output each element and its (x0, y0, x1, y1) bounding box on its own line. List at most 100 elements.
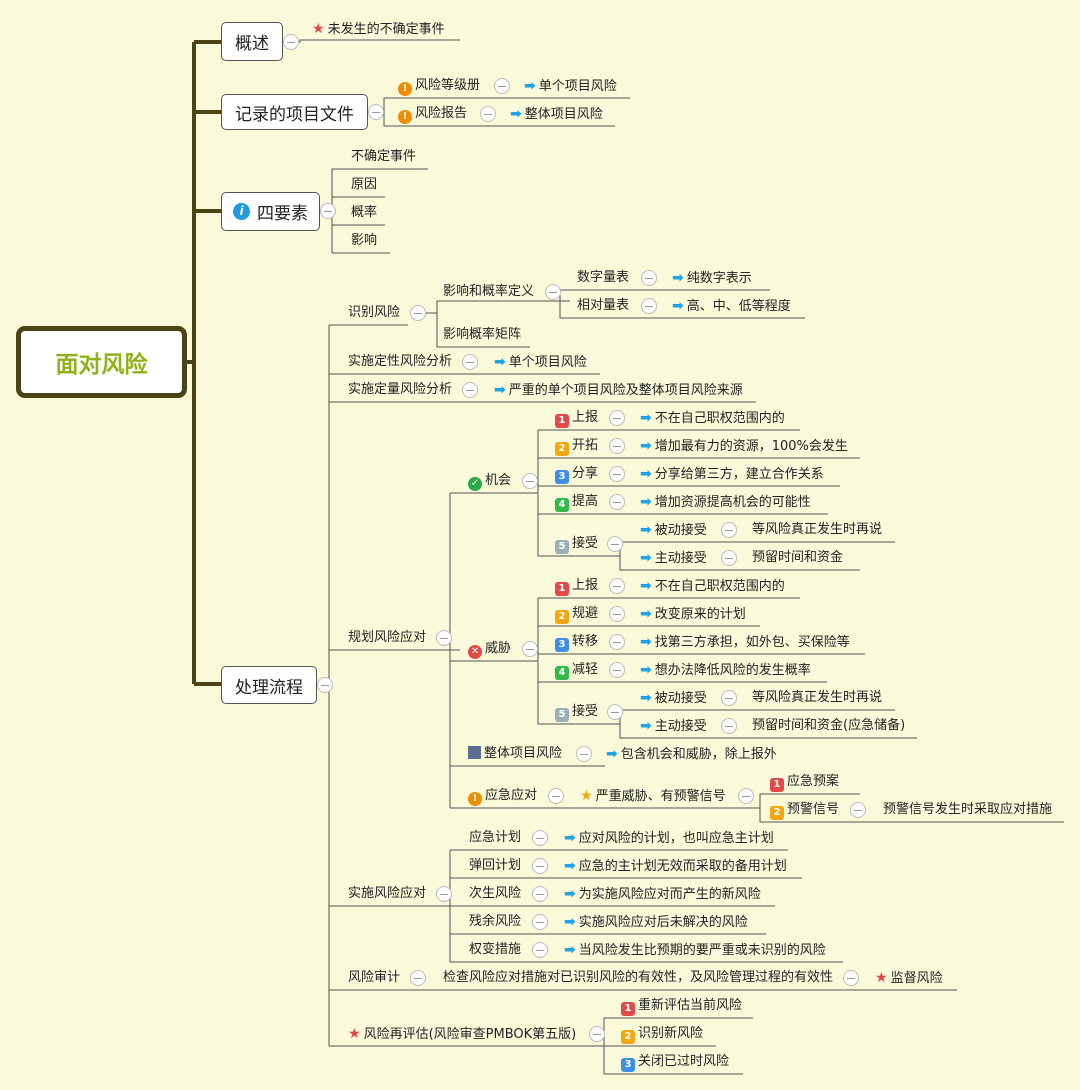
collapse-toggle[interactable] (532, 914, 548, 930)
collapse-toggle[interactable] (721, 550, 737, 566)
collapse-toggle[interactable] (641, 270, 657, 286)
collapse-toggle[interactable] (850, 802, 866, 818)
collapse-toggle[interactable] (609, 410, 625, 426)
element-item[interactable]: 影响 (351, 233, 378, 248)
risk-audit-desc[interactable]: 检查风险应对措施对已识别风险的有效性，及风险管理过程的有效性 (443, 970, 834, 985)
collapse-toggle[interactable] (317, 677, 333, 693)
collapse-toggle[interactable] (462, 382, 478, 398)
collapse-toggle[interactable] (721, 522, 737, 538)
collapse-toggle[interactable] (545, 284, 561, 300)
quantitative-analysis[interactable]: 实施定量风险分析 (348, 382, 453, 397)
collapse-toggle[interactable] (641, 298, 657, 314)
relative-scale[interactable]: 相对量表 (577, 298, 630, 313)
active-accept[interactable]: ➡主动接受 (640, 717, 707, 736)
threat[interactable]: ✕威胁 (468, 640, 511, 659)
risk-reassessment[interactable]: ★风险再评估(风险审查PMBOK第五版) (348, 1025, 576, 1044)
collapse-toggle[interactable] (410, 970, 426, 986)
element-item[interactable]: 概率 (351, 205, 378, 220)
threat-strategy-label: 规避 (572, 606, 599, 621)
collapse-toggle[interactable] (607, 704, 623, 720)
collapse-toggle[interactable] (548, 788, 564, 804)
collapse-toggle[interactable] (410, 305, 426, 321)
collapse-toggle[interactable] (283, 34, 299, 50)
records-item[interactable]: !风险报告 (398, 105, 467, 124)
collapse-toggle[interactable] (589, 1026, 605, 1042)
collapse-toggle[interactable] (576, 746, 592, 762)
collapse-toggle[interactable] (462, 354, 478, 370)
collapse-toggle[interactable] (609, 578, 625, 594)
plan-response[interactable]: 规划风险应对 (348, 630, 427, 645)
collapse-toggle[interactable] (522, 641, 538, 657)
records-item[interactable]: !风险等级册 (398, 77, 480, 96)
impact-probability-matrix[interactable]: 影响概率矩阵 (443, 327, 522, 342)
collapse-toggle[interactable] (436, 886, 452, 902)
collapse-toggle[interactable] (609, 466, 625, 482)
implement-item[interactable]: 次生风险 (469, 886, 522, 901)
collapse-toggle[interactable] (738, 788, 754, 804)
element-item[interactable]: 原因 (351, 177, 378, 192)
collapse-toggle[interactable] (609, 494, 625, 510)
passive-accept[interactable]: ➡被动接受 (640, 689, 707, 708)
implement-item[interactable]: 残余风险 (469, 914, 522, 929)
emergency-response[interactable]: !应急应对 (468, 787, 537, 806)
collapse-toggle[interactable] (607, 536, 623, 552)
numeric-scale[interactable]: 数字量表 (577, 270, 630, 285)
impact-probability-definition[interactable]: 影响和概率定义 (443, 284, 535, 299)
identify-risk[interactable]: 识别风险 (348, 305, 401, 320)
collapse-toggle[interactable] (609, 606, 625, 622)
collapse-toggle[interactable] (532, 830, 548, 846)
collapse-toggle[interactable] (436, 630, 452, 646)
collapse-toggle[interactable] (522, 473, 538, 489)
collapse-toggle[interactable] (843, 970, 859, 986)
collapse-toggle[interactable] (609, 634, 625, 650)
implement-item[interactable]: 弹回计划 (469, 858, 522, 873)
collapse-toggle[interactable] (368, 104, 384, 120)
collapse-toggle[interactable] (609, 662, 625, 678)
topic-overview[interactable]: 概述 (221, 22, 283, 61)
overall-project-risk[interactable]: 整体项目风险 (468, 745, 562, 763)
threat-accept-label: 接受 (572, 704, 599, 719)
implement-item[interactable]: 应急计划 (469, 830, 522, 845)
collapse-toggle[interactable] (609, 438, 625, 454)
topic-process[interactable]: 处理流程 (221, 666, 317, 704)
risk-audit[interactable]: 风险审计 (348, 970, 401, 985)
collapse-toggle[interactable] (532, 942, 548, 958)
topic-records[interactable]: 记录的项目文件 (221, 94, 368, 130)
collapse-toggle[interactable] (721, 718, 737, 734)
opportunity[interactable]: ✓机会 (468, 472, 511, 491)
emergency-condition[interactable]: ★严重威胁、有预警信号 (580, 787, 726, 806)
passive-accept[interactable]: ➡被动接受 (640, 521, 707, 540)
implement-response[interactable]: 实施风险应对 (348, 886, 427, 901)
root-topic[interactable]: 面对风险 (16, 326, 187, 398)
collapse-toggle[interactable] (532, 858, 548, 874)
collapse-toggle[interactable] (721, 690, 737, 706)
collapse-toggle[interactable] (320, 203, 336, 219)
star-icon: ★ (875, 970, 888, 986)
monitor-risk[interactable]: ★监督风险 (875, 969, 943, 988)
collapse-toggle[interactable] (532, 886, 548, 902)
collapse-toggle[interactable] (494, 78, 510, 94)
implement-item[interactable]: 权变措施 (469, 942, 522, 957)
collapse-toggle[interactable] (480, 106, 496, 122)
active-accept[interactable]: ➡主动接受 (640, 549, 707, 568)
qualitative-analysis[interactable]: 实施定性风险分析 (348, 354, 453, 369)
priority-5-icon: 5 (555, 708, 569, 722)
element-item[interactable]: 不确定事件 (351, 149, 417, 164)
numeric-scale-target-text: 纯数字表示 (686, 271, 752, 286)
